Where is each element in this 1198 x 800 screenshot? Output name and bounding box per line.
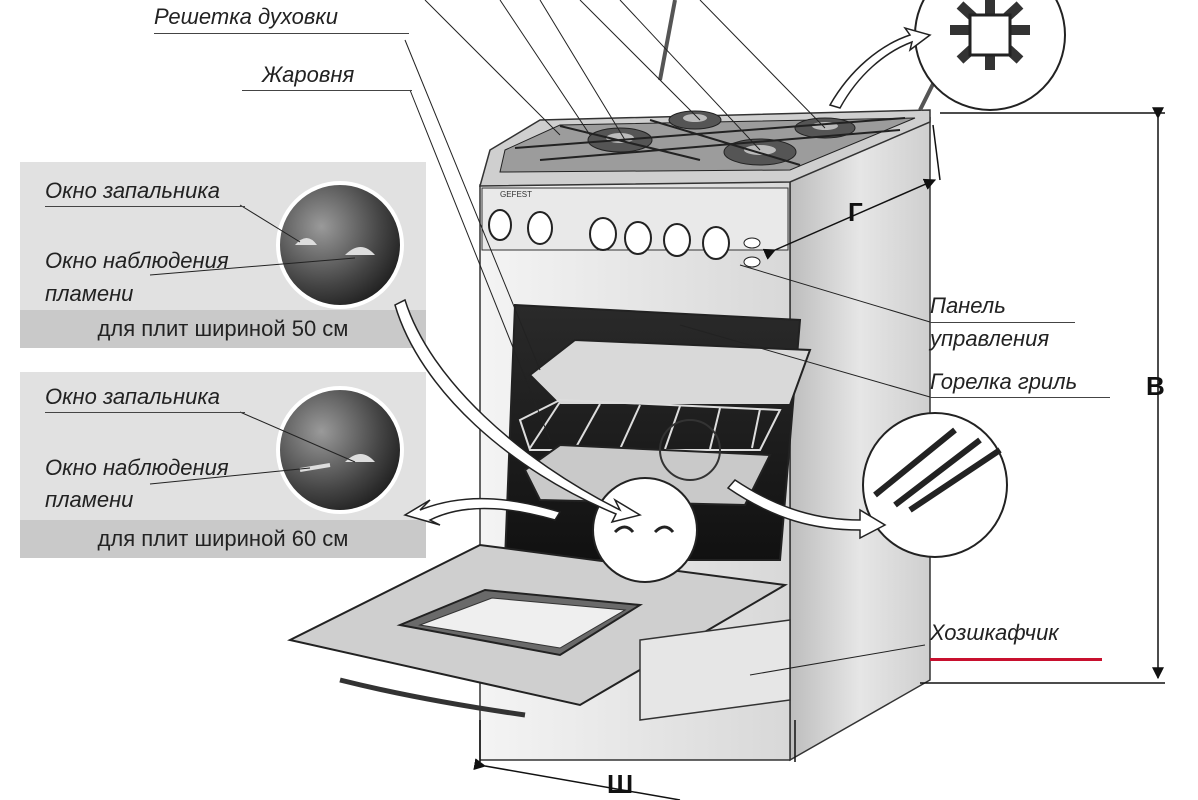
inset50-flame-window-2: пламени	[45, 281, 134, 306]
leader-lines	[149, 0, 931, 676]
label-control-panel-2: управления	[930, 326, 1050, 351]
lens-inset-50	[276, 181, 404, 309]
inset60-flame-window-2: пламени	[45, 487, 134, 512]
inset-caption-60: для плит шириной 60 см	[20, 520, 426, 558]
underline-oven-rack	[154, 33, 409, 34]
oven-door	[287, 543, 789, 718]
dimension-depth: Г	[848, 197, 863, 227]
inset60-igniter-underline	[45, 412, 245, 413]
label-oven-rack: Решетка духовки	[154, 4, 338, 29]
underline-grill-burner	[930, 397, 1110, 398]
label-control-panel-1: Панель	[930, 293, 1006, 318]
control-knobs[interactable]	[488, 209, 730, 260]
lens-inset-60	[276, 386, 404, 514]
utility-drawer	[639, 619, 791, 721]
brand-logo: GEFEST	[500, 190, 532, 199]
inset50-flame-window-1: Окно наблюдения	[45, 248, 229, 273]
control-panel: GEFEST	[481, 187, 789, 268]
window-detail-circle	[592, 477, 698, 583]
inset50-igniter-window: Окно запальника	[45, 178, 220, 203]
dimension-width: Ш	[607, 769, 634, 799]
pointer-arrows	[394, 26, 932, 540]
roasting-pan	[528, 338, 812, 406]
dimension-lines	[473, 107, 1165, 800]
inset50-igniter-underline	[45, 206, 245, 207]
grill-burner-detail	[659, 412, 1008, 558]
label-grill-burner: Горелка гриль	[930, 369, 1078, 394]
underline-control-panel	[930, 322, 1075, 323]
inset60-igniter-window: Окно запальника	[45, 384, 220, 409]
label-roasting-pan: Жаровня	[262, 62, 355, 87]
label-utility-drawer: Хозшкафчик	[930, 620, 1059, 645]
burner-grate-detail	[914, 0, 1066, 111]
dimension-height: В	[1146, 371, 1165, 401]
inset-caption-50: для плит шириной 50 см	[20, 310, 426, 348]
oven-rack	[518, 398, 782, 451]
inset60-flame-window-1: Окно наблюдения	[45, 455, 229, 480]
underline-roasting-pan	[242, 90, 412, 91]
underline-utility-drawer	[930, 658, 1102, 661]
